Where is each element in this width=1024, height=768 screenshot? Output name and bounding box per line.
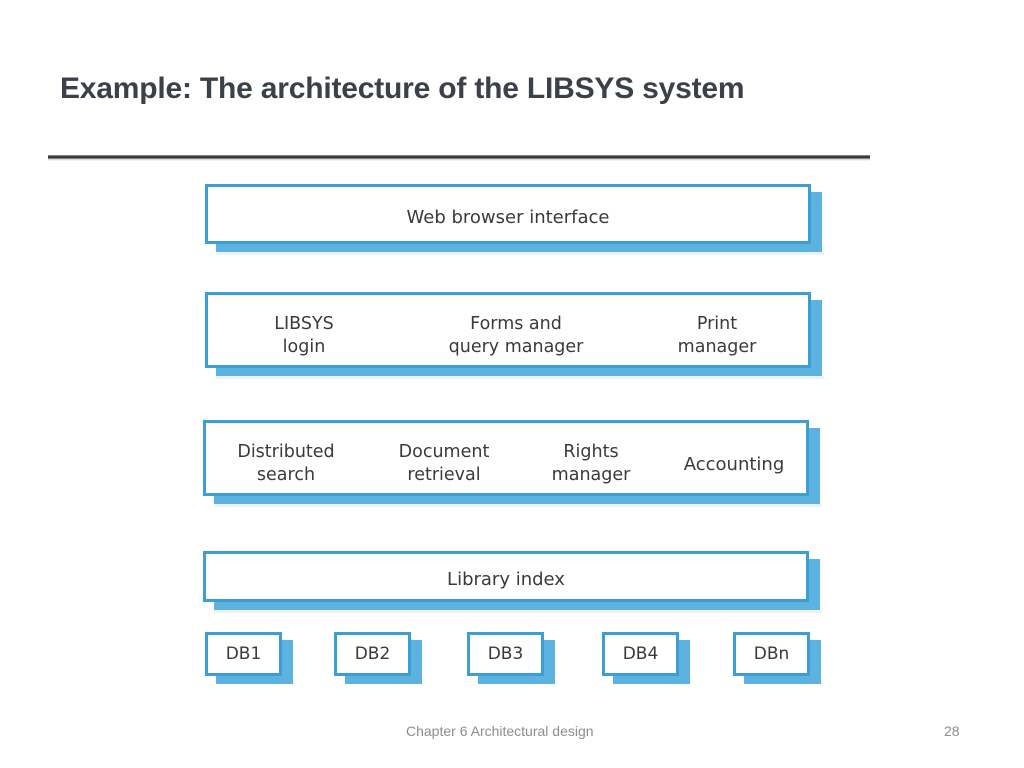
db-label-n: DBn [753, 644, 790, 664]
db-box-4[interactable]: DB4 [602, 632, 679, 676]
footer-page-number: 28 [944, 723, 960, 739]
layer-cell-forms-and-query-manager: Forms and query manager [448, 314, 584, 358]
footer-chapter-note: Chapter 6 Architectural design [406, 723, 594, 739]
db-box-1[interactable]: DB1 [205, 632, 282, 676]
layer-cell-web-browser-interface: Web browser interface [406, 207, 610, 228]
db-box-3[interactable]: DB3 [467, 632, 544, 676]
layer-box-core-services[interactable]: Distributed search Document retrieval Ri… [203, 420, 809, 496]
db-label-3: DB3 [487, 644, 524, 664]
db-label-1: DB1 [225, 644, 262, 664]
title-divider-rule [48, 155, 870, 161]
layer-cell-distributed-search: Distributed search [237, 442, 335, 486]
db-box-2[interactable]: DB2 [334, 632, 411, 676]
layer-box-application-services[interactable]: LIBSYS login Forms and query manager Pri… [205, 292, 811, 368]
layer-box-web-browser-interface[interactable]: Web browser interface [205, 184, 811, 244]
layer-cell-rights-manager: Rights manager [551, 442, 631, 486]
layer-cell-library-index: Library index [447, 569, 565, 590]
layer-cell-libsys-login: LIBSYS login [274, 314, 334, 358]
layer-cell-accounting: Accounting [683, 454, 785, 475]
layer-box-library-index[interactable]: Library index [203, 551, 809, 602]
page-title: Example: The architecture of the LIBSYS … [60, 72, 745, 105]
db-label-2: DB2 [354, 644, 391, 664]
db-box-n[interactable]: DBn [733, 632, 810, 676]
layer-cell-print-manager: Print manager [677, 314, 757, 358]
db-label-4: DB4 [622, 644, 659, 664]
layer-cell-document-retrieval: Document retrieval [398, 442, 490, 486]
